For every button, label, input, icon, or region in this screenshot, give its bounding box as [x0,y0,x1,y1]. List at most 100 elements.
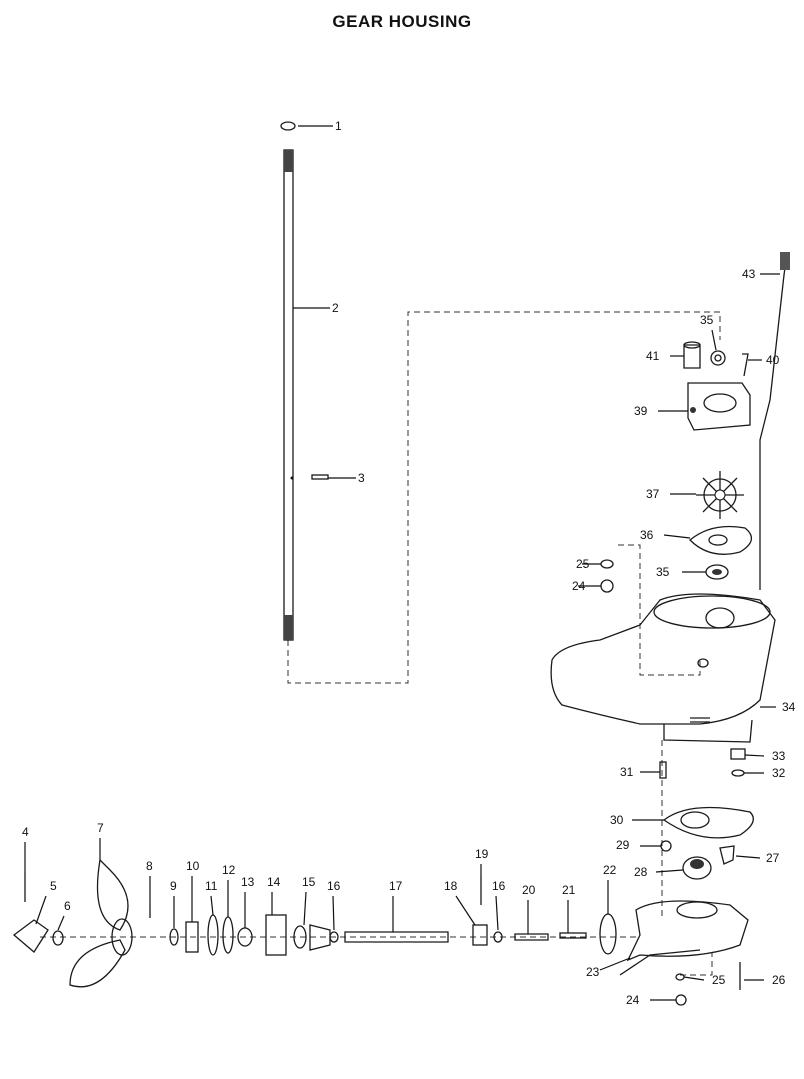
seal-center [712,569,722,575]
callout-label-30: 30 [610,813,624,827]
propeller-shaft-part [344,931,449,943]
callout-label-4: 4 [22,825,29,839]
shift-rod-tip [780,252,790,270]
leader-line-15 [303,891,307,926]
wear-plate-hole [708,534,728,546]
callout-label-43: 43 [742,267,756,281]
callout-label-16: 16 [492,879,506,893]
propeller-blade-bottom [69,939,126,988]
callout-label-20: 20 [522,883,536,897]
leader-line-27 [735,855,761,859]
pump-housing-part [687,382,751,431]
callout-label-3: 3 [358,471,365,485]
assembly-path-driveshaft [287,311,721,684]
bearing-carrier-part [265,914,287,956]
callout-label-7: 7 [97,821,104,835]
leader-line-36 [663,534,691,539]
leader-line-16 [332,895,335,931]
callout-label-2: 2 [332,301,339,315]
callout-label-22: 22 [603,863,617,877]
callout-label-35: 35 [700,313,714,327]
seal-top-inner [714,354,722,362]
washer-16-part [329,931,339,943]
seal-top-part [710,350,726,366]
gear-housing-vent [690,717,710,723]
lower-housing-bore [676,901,718,919]
stud-part [659,761,667,779]
gear-housing-bore [705,607,735,629]
callout-label-27: 27 [766,851,780,865]
callout-label-28: 28 [634,865,648,879]
leader-line-6 [57,915,65,931]
callout-label-29: 29 [616,838,630,852]
leader-line-28 [655,869,684,873]
callout-label-35: 35 [656,565,670,579]
callout-label-23: 23 [586,965,600,979]
clip-part [719,845,735,865]
spring-part [514,933,549,941]
wear-plate-part [689,525,752,555]
callout-label-1: 1 [335,119,342,133]
callout-label-36: 36 [640,528,654,542]
pinion-bearing-center [690,859,704,869]
lower-housing-fin [619,949,701,976]
page-title: GEAR HOUSING [332,12,472,31]
callout-label-33: 33 [772,749,786,763]
callout-label-40: 40 [766,353,780,367]
assembly-path-bottom [680,952,713,976]
pinion-bearing-part [682,856,712,880]
callout-label-14: 14 [267,875,281,889]
pin-part [311,474,329,480]
bushing-part [683,344,701,369]
prop-nut-part [12,919,49,953]
impeller-hub [714,489,726,501]
callout-label-17: 17 [389,879,403,893]
leader-line-11 [210,895,214,916]
callout-label-26: 26 [772,973,786,987]
callout-label-16: 16 [327,879,341,893]
gear-housing-top-face [653,595,771,629]
gasket-part [662,806,754,839]
callout-label-24: 24 [626,993,640,1007]
callout-label-18: 18 [444,879,458,893]
leader-line-18 [455,895,476,926]
pin-hole [290,476,294,480]
callout-label-6: 6 [64,899,71,913]
gasket-hole [680,811,710,829]
callout-label-12: 12 [222,863,236,877]
leader-line-23 [599,957,631,971]
clutch-part [472,924,488,946]
callout-label-5: 5 [50,879,57,893]
lower-housing-part [626,900,749,962]
callout-label-39: 39 [634,404,648,418]
assembly-path-pump [618,544,701,676]
leader-line-5 [35,895,47,925]
gear-15-teeth [309,924,331,951]
callout-label-15: 15 [302,875,316,889]
callout-label-10: 10 [186,859,200,873]
bushing-top [683,341,701,349]
gear-15-part [293,925,307,949]
pump-housing-bolt-hole [690,407,696,413]
screw-part [742,353,749,377]
callout-label-25: 25 [712,973,726,987]
gear-housing-plug [697,658,709,668]
callout-label-21: 21 [562,883,576,897]
washer-16b-part [493,931,503,943]
gear-housing-body [550,593,776,725]
propeller-blade-top [96,858,129,931]
callout-label-34: 34 [782,700,796,714]
callout-label-32: 32 [772,766,786,780]
propeller-hub [111,918,133,956]
washer-prop-part [52,930,64,946]
gear-housing-skeg [663,719,753,743]
leader-line-25 [683,976,705,981]
callout-label-9: 9 [170,879,177,893]
drive-shaft-spline-top [284,150,293,172]
drive-shaft-spline-bottom [284,615,293,640]
callout-label-13: 13 [241,875,255,889]
